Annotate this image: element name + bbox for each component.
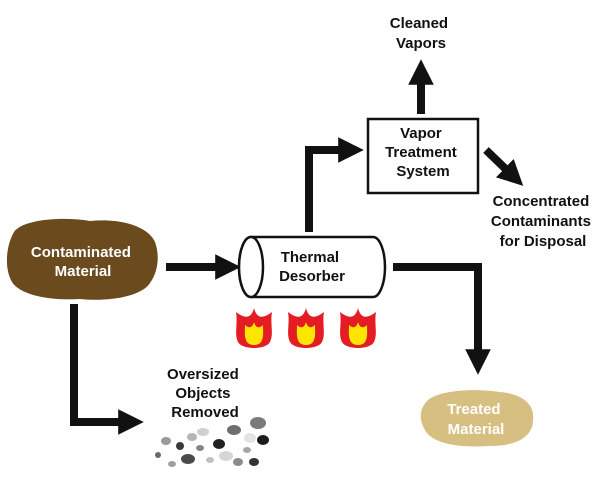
oversized-arrow	[70, 304, 144, 435]
vapor-treatment-box	[366, 117, 480, 195]
concentrated-contaminants-label: Concentrated Contaminants for Disposal	[491, 193, 595, 250]
cleaned-vapors-label: Cleaned Vapors	[390, 15, 453, 52]
contaminated-material-node: Contaminated Material	[6, 218, 158, 300]
treated-material-label: Treated Material	[447, 401, 505, 438]
flame-icon	[288, 308, 324, 348]
thermal-desorber-node: Thermal Desorber	[237, 235, 387, 299]
thermal-desorber-label: Thermal Desorber	[279, 249, 345, 285]
flame-icon	[340, 308, 376, 348]
vapor-treatment-node: Vapor Treatment System	[366, 117, 480, 195]
oversized-objects-label: Oversized Objects Removed	[167, 366, 243, 421]
oversized-stones	[155, 417, 269, 467]
vapor-arrow	[305, 137, 364, 232]
vapor-treatment-label: Vapor Treatment System	[385, 125, 461, 180]
thermal-desorber-end-cap	[237, 235, 265, 299]
burner-flames	[236, 308, 376, 348]
treated-arrow	[393, 263, 491, 375]
contaminants-arrow	[483, 147, 524, 186]
flame-icon	[236, 308, 272, 348]
treated-material-node: Treated Material	[420, 390, 534, 447]
treated-material-blob	[420, 390, 534, 447]
contaminated-material-label: Contaminated Material	[31, 244, 135, 280]
contaminated-material-blob	[6, 218, 158, 300]
